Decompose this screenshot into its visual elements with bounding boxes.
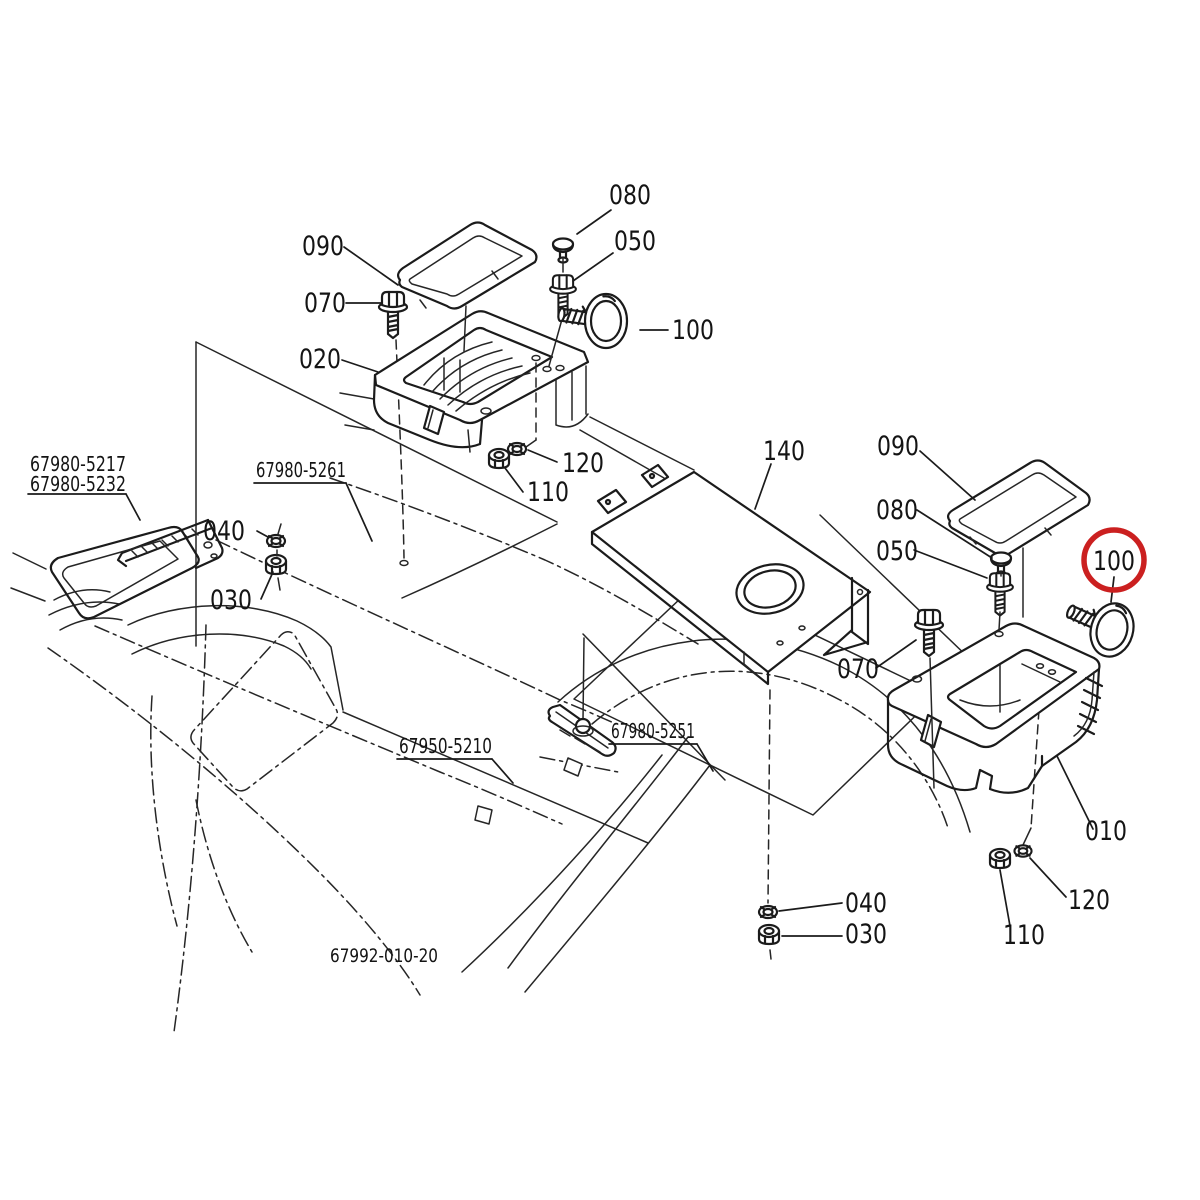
vent-slats [423,341,531,412]
nut-110-bottom-right [988,847,1012,870]
panel-flange-tabs [596,463,670,515]
left-fender-bracket [49,518,224,620]
callout-140: 140 [763,436,805,467]
callout-labels: 080 050 090 070 020 100 120 110 040 030 … [203,180,1127,951]
bolt-070-left [377,290,409,340]
part-number-5251: 67980-5251 [611,719,695,743]
hardware [264,237,1148,960]
nut-030-left [264,553,288,576]
callout-070-right: 070 [837,654,879,685]
part-number-labels: 67980-5217 67980-5232 67980-5261 67950-5… [30,452,695,967]
leader-lines [27,209,1115,937]
callout-080-right: 080 [876,495,918,526]
left-cover-box [372,310,590,453]
callout-040-left: 040 [203,516,245,547]
bolt-070-right [913,608,945,658]
callout-070-left: 070 [304,288,346,319]
washer-120-bottom-right [1013,844,1033,858]
callout-120-center: 120 [562,448,604,479]
callout-100-left: 100 [672,315,714,346]
nut-030-bottom [757,923,781,946]
nut-110-center [487,447,511,470]
part-number-5232: 67980-5232 [30,472,126,496]
callout-090-left: 090 [302,231,344,262]
right-mount-plate [573,579,939,816]
part-number-5217: 67980-5217 [30,452,126,476]
center-rail-bracket [474,703,619,825]
left-panel-edge-diagonal [195,341,558,523]
callout-040-bottom: 040 [845,888,887,919]
tractor-body-outline [10,341,974,1033]
callout-050-top: 050 [614,226,656,257]
panel-bracket [822,576,870,657]
callout-050-right: 050 [876,536,918,567]
left-wheel-arch [127,605,344,711]
part-number-5210: 67950-5210 [399,734,492,758]
washer-040-bottom [757,904,779,920]
washer-040-left [265,533,287,549]
callout-080-top: 080 [609,180,651,211]
drawing-number: 67992-010-20 [330,945,438,967]
left-side-panel [190,631,339,792]
callout-090-right: 090 [877,431,919,462]
highlight-circle [1081,527,1147,593]
callout-110-right: 110 [1003,920,1045,951]
washer-120-center [506,441,528,457]
center-panel-140 [590,463,872,686]
right-wheel-arch [557,638,971,833]
fender-opening [49,525,200,620]
callout-030-bottom: 030 [845,919,887,950]
highlight-group: 100 [1081,527,1147,593]
left-panel-edge-bottom [401,523,558,599]
callout-030-left: 030 [210,585,252,616]
part-number-5261: 67980-5261 [256,458,346,482]
bolt-050-right [986,572,1014,617]
callout-100-highlighted: 100 [1093,546,1135,577]
right-cover-box [886,622,1104,794]
part-number-underlines [27,482,698,760]
left-lid [396,221,538,352]
callout-110-center: 110 [527,477,569,508]
disc-cap-100-left [553,283,636,355]
callout-020: 020 [299,344,341,375]
callout-120-right: 120 [1068,885,1110,916]
right-lid [946,459,1091,618]
callout-010: 010 [1085,816,1127,847]
panel-hole-ring [735,563,805,615]
